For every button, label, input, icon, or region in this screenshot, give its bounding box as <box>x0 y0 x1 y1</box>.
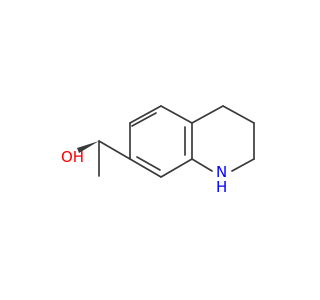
bond-n1-c8a <box>191 158 213 172</box>
structure-canvas: OH N H <box>61 105 255 196</box>
bond-c6-c6-inner <box>131 112 157 127</box>
bond-c5-c6 <box>129 105 162 124</box>
bond-c4a-c5 <box>160 105 193 124</box>
nitrogen-label: N <box>216 163 227 181</box>
bond-c8-c8a <box>160 158 193 178</box>
bond-c7-c8 <box>129 158 162 178</box>
hydroxyl-label: OH <box>61 148 84 166</box>
molecule-structure: OH N H <box>61 105 255 196</box>
nitrogen-hydrogen-label: H <box>216 178 227 196</box>
wedge-bond-oh <box>77 141 99 153</box>
bond-c4-c3 <box>222 105 255 124</box>
bond-c4a-c4 <box>191 105 224 124</box>
bond-c2-n1 <box>231 158 255 172</box>
bond-c7-chiral <box>98 140 131 160</box>
bond-c7-c8-inner <box>136 156 161 171</box>
